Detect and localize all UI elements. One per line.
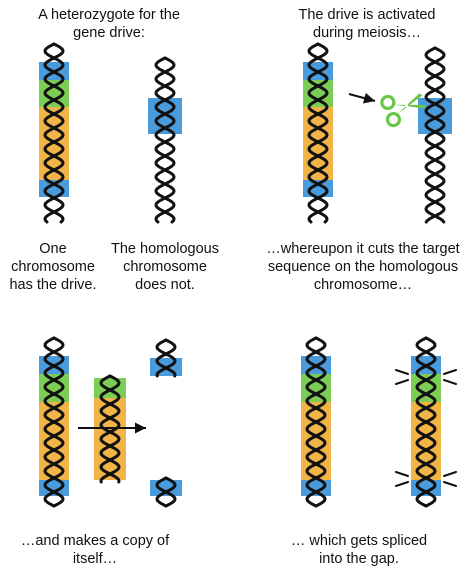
p3-cut-helix-bottom xyxy=(155,476,177,508)
motion-tick-icon xyxy=(395,471,409,477)
motion-tick-icon xyxy=(395,379,409,385)
scissors-handle xyxy=(385,111,402,128)
dna-strand-2 xyxy=(43,336,65,508)
dna-strand-2 xyxy=(415,336,437,508)
dna-strand-1 xyxy=(307,42,329,224)
dna-strand-2 xyxy=(307,42,329,224)
dna-strand-2 xyxy=(155,338,177,378)
dna-strand-2 xyxy=(305,336,327,508)
p2-arrow-icon xyxy=(348,92,376,104)
dna-strand-2 xyxy=(154,56,176,224)
p3-drive-chromosome-drive-orange xyxy=(39,402,69,480)
dna-strand-2 xyxy=(155,476,177,508)
scissors-icon xyxy=(380,93,426,128)
p1-drive-chromosome-drive-green xyxy=(39,80,69,107)
panel3-label: …and makes a copy of itself… xyxy=(20,533,170,567)
p4-new-drive-chromosome-drive-green xyxy=(411,374,441,402)
p4-drive-chromosome-drive-orange xyxy=(301,402,331,480)
motion-tick-icon xyxy=(395,481,409,487)
p4-new-drive-chromosome-drive-orange xyxy=(411,402,441,480)
dna-strand-1 xyxy=(155,338,177,378)
dna-strand-1 xyxy=(43,42,65,224)
p2-drive-chromosome-drive-green xyxy=(303,80,333,107)
p2-homolog-helix xyxy=(424,46,446,224)
panel2-caption: The drive is activated during meiosis… xyxy=(298,7,436,41)
p3-drive-chromosome-helix xyxy=(43,336,65,508)
scissors-handle xyxy=(380,94,396,111)
arrow-head xyxy=(362,92,375,104)
p3-arrow-icon xyxy=(78,422,146,434)
panel1-label-left: One chromosome has the drive. xyxy=(9,241,97,293)
p2-drive-chromosome-helix xyxy=(307,42,329,224)
scissors-blade xyxy=(396,93,423,115)
p3-copy-green xyxy=(94,378,126,398)
arrow-head xyxy=(135,422,146,434)
panel1-caption: A heterozygote for the gene drive: xyxy=(38,7,180,41)
motion-tick-icon xyxy=(443,379,457,385)
p1-drive-chromosome-helix xyxy=(43,42,65,224)
p4-drive-chromosome-drive-green xyxy=(301,374,331,402)
dna-strand-2 xyxy=(424,46,446,224)
motion-tick-icon xyxy=(443,369,457,375)
dna-strand-1 xyxy=(424,46,446,224)
p4-new-drive-chromosome-helix xyxy=(415,336,437,508)
panel1-label-right: The homologous chromosome does not. xyxy=(110,241,219,293)
scissors-blade xyxy=(393,104,426,109)
motion-tick-icon xyxy=(443,481,457,487)
p3-cut-helix-top xyxy=(155,338,177,378)
p1-homolog-helix xyxy=(154,56,176,224)
dna-strand-2 xyxy=(43,42,65,224)
panel2-label: …whereupon it cuts the target sequence o… xyxy=(266,241,460,293)
p3-copy-orange xyxy=(94,398,126,480)
p3-drive-chromosome-drive-green xyxy=(39,374,69,402)
p4-drive-chromosome-helix xyxy=(305,336,327,508)
motion-tick-icon xyxy=(443,471,457,477)
scissors-pivot xyxy=(405,104,409,108)
motion-tick-icon xyxy=(395,369,409,375)
panel4-label: … which gets spliced into the gap. xyxy=(290,533,428,567)
